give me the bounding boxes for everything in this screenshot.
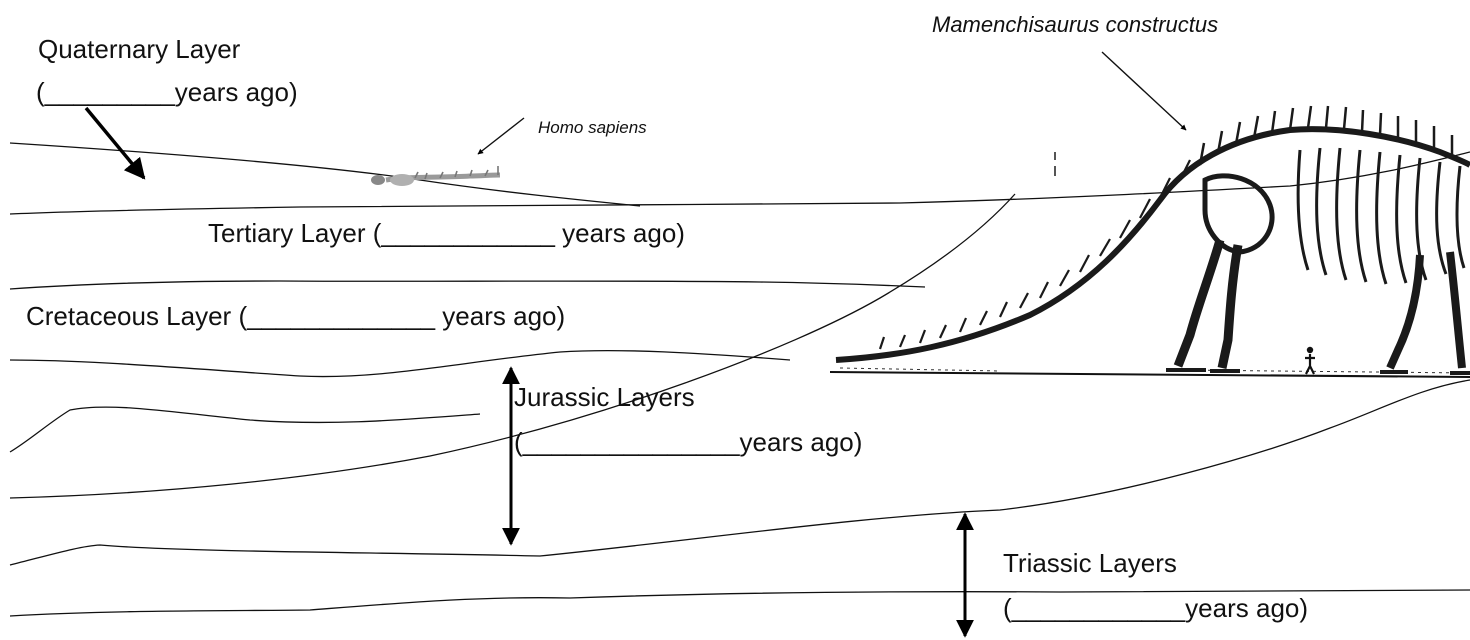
ground-speckle	[839, 367, 1470, 374]
human-fossil-icon	[371, 166, 501, 186]
dinosaur-skeleton-icon	[835, 105, 1470, 375]
triassic-line	[9, 589, 1470, 617]
ground-line	[829, 371, 1470, 378]
human-species-label: Homo sapiens	[538, 118, 647, 137]
human-pointer-arrow	[477, 117, 525, 155]
dinosaur-species-label: Mamenchisaurus constructus	[932, 12, 1218, 37]
quaternary-pointer-arrow	[84, 106, 146, 180]
tertiary-layer-label: Tertiary Layer (____________ years ago)	[208, 218, 685, 248]
cretaceous-layer-label: Cretaceous Layer (_____________ years ag…	[26, 301, 565, 331]
dinosaur-pointer-arrow	[1101, 51, 1187, 131]
quaternary-top-line	[9, 142, 641, 207]
jurassic-triassic-boundary	[9, 379, 1470, 566]
strata-lines	[9, 142, 1470, 617]
quaternary-layer-name: Quaternary Layer	[38, 34, 241, 64]
triassic-layer-blank: (____________years ago)	[1003, 593, 1308, 623]
tertiary-cretaceous-boundary	[9, 280, 926, 290]
quaternary-tertiary-boundary	[9, 151, 1470, 215]
cretaceous-jurassic-boundary	[9, 349, 791, 378]
jurassic-layer-name: Jurassic Layers	[514, 382, 695, 412]
scale-figure-icon	[1305, 346, 1315, 375]
jurassic-layer-blank: (_______________years ago)	[514, 427, 862, 457]
fault-line	[9, 193, 1016, 499]
jurassic-inner-line	[9, 406, 481, 453]
triassic-layer-name: Triassic Layers	[1003, 548, 1177, 578]
quaternary-layer-blank: (_________years ago)	[36, 77, 298, 107]
